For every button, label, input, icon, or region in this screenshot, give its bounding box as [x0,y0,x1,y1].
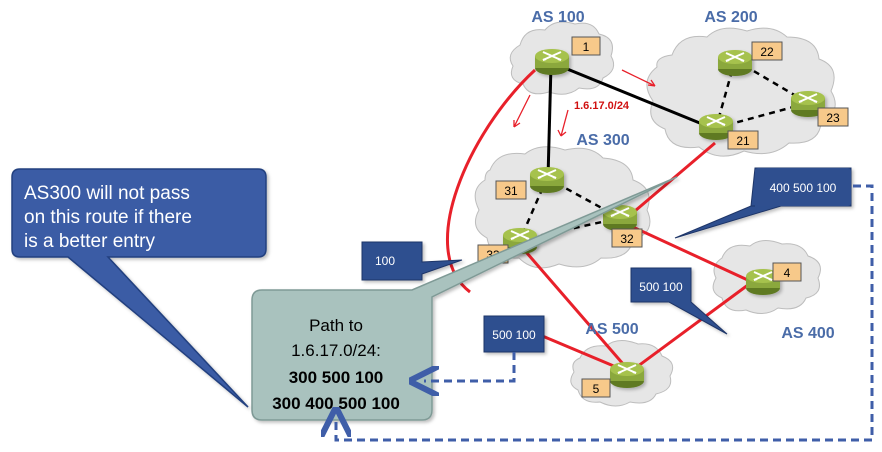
svg-text:500 100: 500 100 [492,328,536,342]
router-id-22: 22 [760,45,774,59]
link-r32-r4 [621,220,753,284]
router-id-32: 32 [620,232,634,246]
announcement-arrows [513,69,656,137]
as-label-400: AS 400 [781,325,834,342]
arrow-400500100-to-pathbox [336,184,874,442]
callout-line-3: is a better entry [24,231,155,252]
dashed-arrows [336,184,874,442]
as-label-200: AS 200 [704,9,757,26]
link-r1-r31 [546,64,553,179]
link-r4-r5 [629,280,753,374]
badge-400-500-100: 400 500 100 [674,167,852,239]
path-line-3: 300 500 100 [289,368,384,387]
badge-500-100-left: 500 100 [483,315,545,353]
intra-as-links [546,60,713,179]
as-label-300: AS 300 [576,132,629,149]
link-r1-r21 [549,60,713,130]
callout-note: AS300 will not pass on this route if the… [11,168,267,408]
path-line-4: 300 400 500 100 [272,394,400,413]
router-id-4: 4 [784,266,791,280]
router-22 [717,49,753,77]
router-id-boxes: 1 22 21 23 31 32 33 4 5 [477,36,849,398]
router-id-31: 31 [504,184,518,198]
as-label-100: AS 100 [531,9,584,26]
router-id-21: 21 [736,134,750,148]
link-r33-r5 [518,244,632,373]
router-id-5: 5 [593,382,600,396]
svg-text:100: 100 [375,254,395,268]
badge-100: 100 [361,241,463,281]
svg-text:400 500 100: 400 500 100 [770,181,837,195]
ebgp-links [445,68,753,374]
router-31 [529,166,565,194]
path-box: Path to 1.6.17.0/24: 300 500 100 300 400… [251,176,678,421]
callout-line-2: on this route if there [24,207,192,228]
router-5 [609,361,645,389]
svg-text:500 100: 500 100 [639,280,683,294]
callout-line-1: AS300 will not pass [24,183,190,204]
path-line-1: Path to [309,316,363,335]
arrow-500100-to-pathbox [424,352,516,381]
path-line-2: 1.6.17.0/24: [291,341,381,360]
router-1 [534,48,570,76]
router-id-23: 23 [826,111,840,125]
prefix-label: 1.6.17.0/24 [574,100,630,112]
link-r32-r21 [621,141,716,224]
badge-500-100-right: 500 100 [630,267,728,335]
as-label-500: AS 500 [585,321,638,338]
router-id-1: 1 [583,40,590,54]
